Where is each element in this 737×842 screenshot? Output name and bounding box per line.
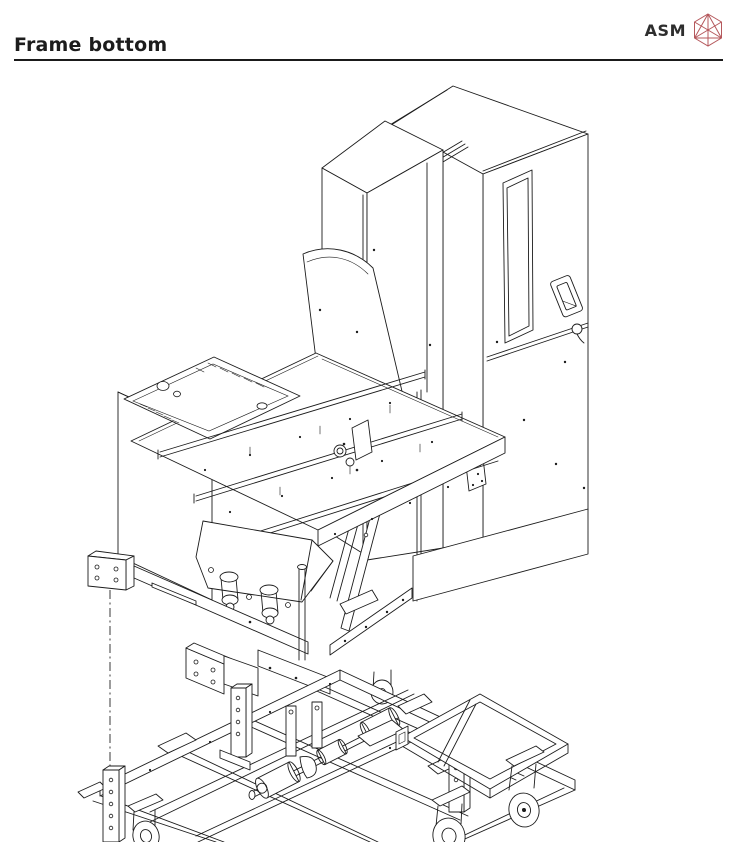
caster-wheel-left	[127, 793, 164, 842]
conveyor-deck	[123, 352, 506, 547]
feed-table	[123, 356, 301, 440]
page-title: Frame bottom	[14, 34, 168, 56]
cabinet-skirt-panel	[412, 508, 589, 602]
caster-wheel-center	[431, 785, 471, 842]
rear-beam	[329, 587, 413, 656]
header-divider	[14, 59, 723, 61]
cabinet-handle	[550, 275, 583, 318]
chassis-post-middle	[219, 683, 253, 771]
deck-clamp-unit	[333, 419, 373, 472]
leveling-feet	[208, 567, 291, 625]
chassis-post-left	[102, 765, 126, 842]
cabinet-window-slot	[502, 169, 534, 344]
drive-shaft-assembly	[248, 693, 433, 800]
caster-wheel-right	[505, 745, 545, 828]
asm-logo-text: ASM	[644, 20, 686, 40]
asm-brand: ASM	[645, 12, 725, 48]
conveyor-rails	[157, 369, 499, 546]
lock-ring-icon	[571, 323, 585, 344]
asm-logo-icon	[694, 13, 722, 47]
crank-hook	[299, 755, 317, 779]
front-beam	[133, 565, 309, 655]
frame-bottom-chassis	[77, 669, 576, 842]
left-mount-bracket	[87, 555, 127, 591]
